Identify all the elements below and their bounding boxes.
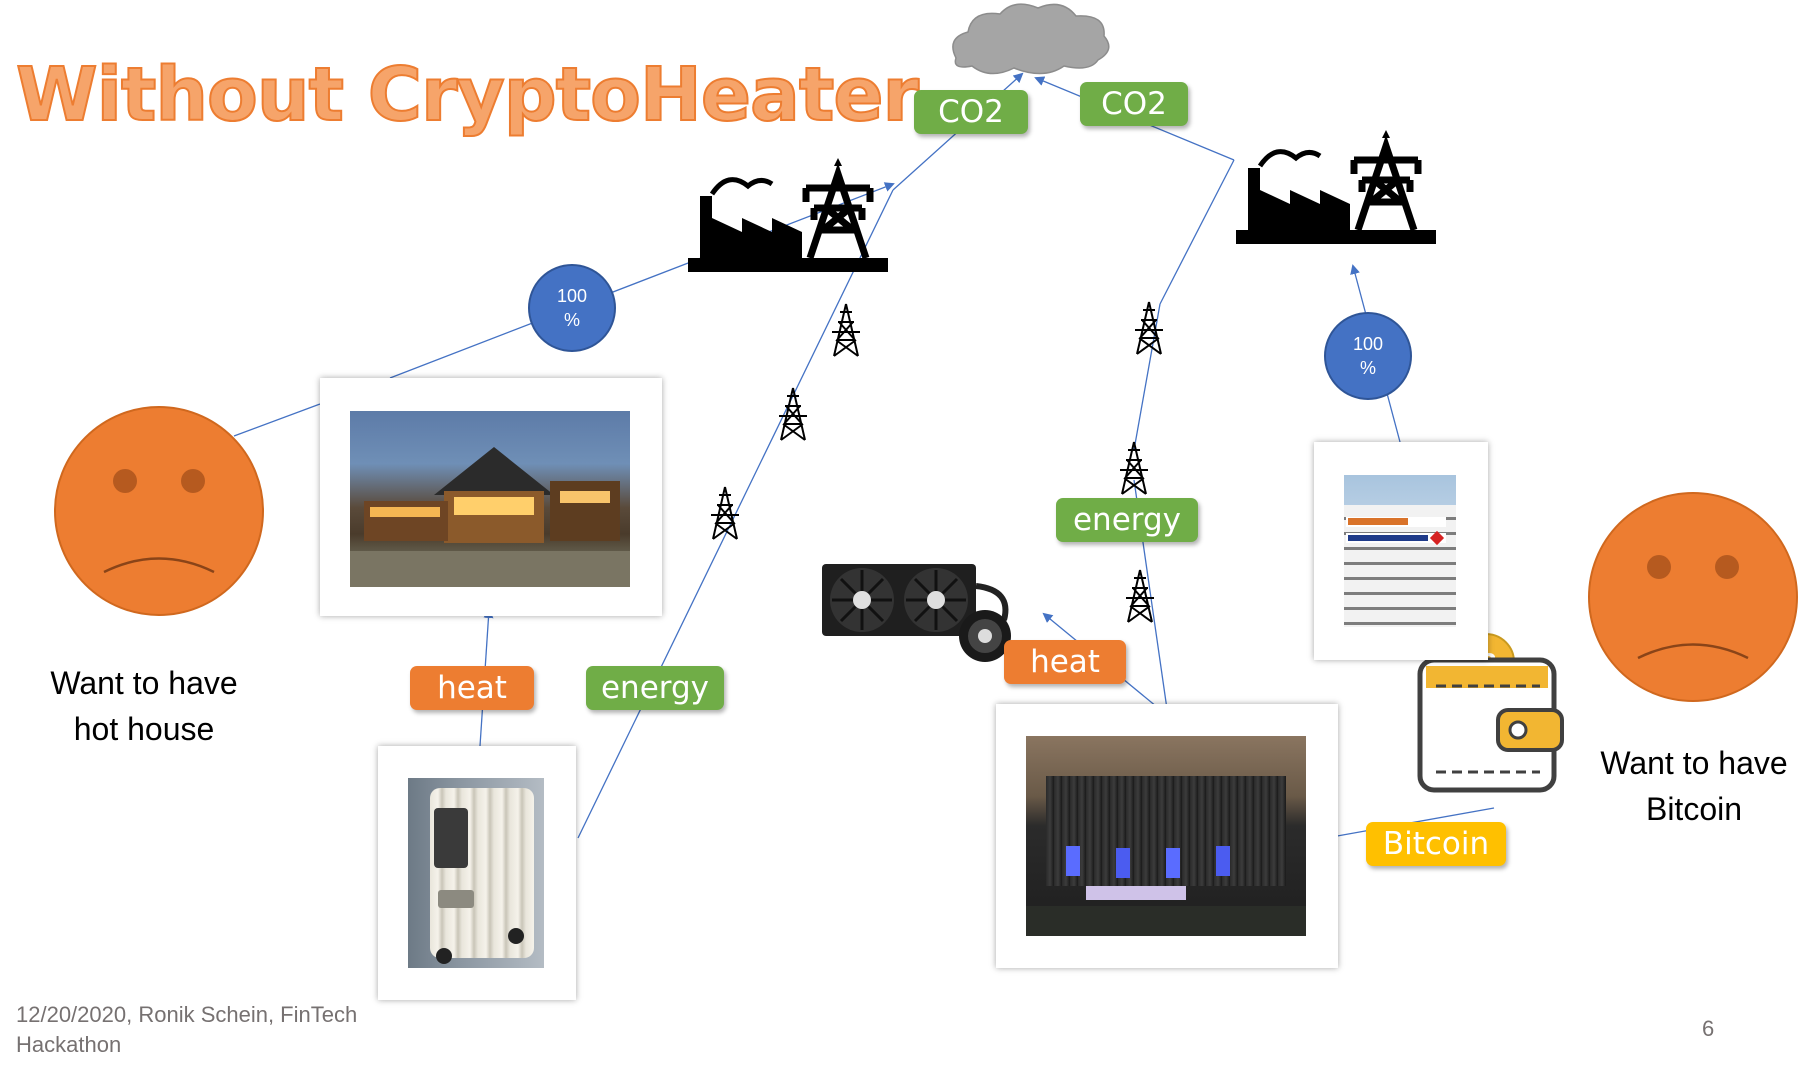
- power-plant-icon: [688, 158, 888, 272]
- percent-circle-right: 100 %: [1324, 312, 1412, 400]
- mining-rig-photo: [1026, 736, 1306, 936]
- pylon-icon: [1119, 441, 1149, 495]
- co2-tag-left: CO2: [914, 90, 1028, 134]
- percent-circle-left: 100 %: [528, 264, 616, 352]
- mining-rig-photo-frame: [996, 704, 1338, 968]
- power-plant-icon: [1236, 130, 1436, 244]
- sad-face-icon: [1588, 492, 1798, 702]
- pylon-icon: [778, 387, 808, 441]
- radiator-photo-frame: [378, 746, 576, 1000]
- house-photo: [350, 411, 630, 587]
- bitcoin-tag: Bitcoin: [1366, 822, 1506, 866]
- energy-tag-right: energy: [1056, 498, 1198, 542]
- sad-face-icon: [54, 406, 264, 616]
- page-number: 6: [1702, 1016, 1715, 1041]
- energy-tag-left: energy: [586, 666, 724, 710]
- heat-tag-right: heat: [1004, 640, 1126, 684]
- bank-photo-frame: [1314, 442, 1488, 660]
- house-photo-frame: [320, 378, 662, 616]
- bank-photo: [1344, 475, 1456, 627]
- pylon-icon: [1125, 569, 1155, 623]
- slide-title: Without CryptoHeater: [15, 51, 920, 139]
- co2-tag-right: CO2: [1080, 82, 1188, 126]
- percent-label-left: 100 %: [556, 286, 588, 330]
- percent-label-right: 100 %: [1352, 334, 1384, 378]
- pylon-icon: [831, 303, 861, 357]
- heat-tag-left: heat: [410, 666, 534, 710]
- cpu-liquid-cooler-icon: [822, 564, 1011, 662]
- bitcoin-wallet-icon: ₿: [1417, 633, 1564, 793]
- caption-bitcoin: Want to have Bitcoin: [1600, 745, 1788, 827]
- radiator-photo: [408, 778, 544, 968]
- slide-footer: 12/20/2020, Ronik Schein, FinTech Hackat…: [16, 1002, 358, 1057]
- pylon-icon: [710, 486, 740, 540]
- cloud-icon: [952, 3, 1110, 75]
- caption-hot-house: Want to have hot house: [50, 665, 238, 747]
